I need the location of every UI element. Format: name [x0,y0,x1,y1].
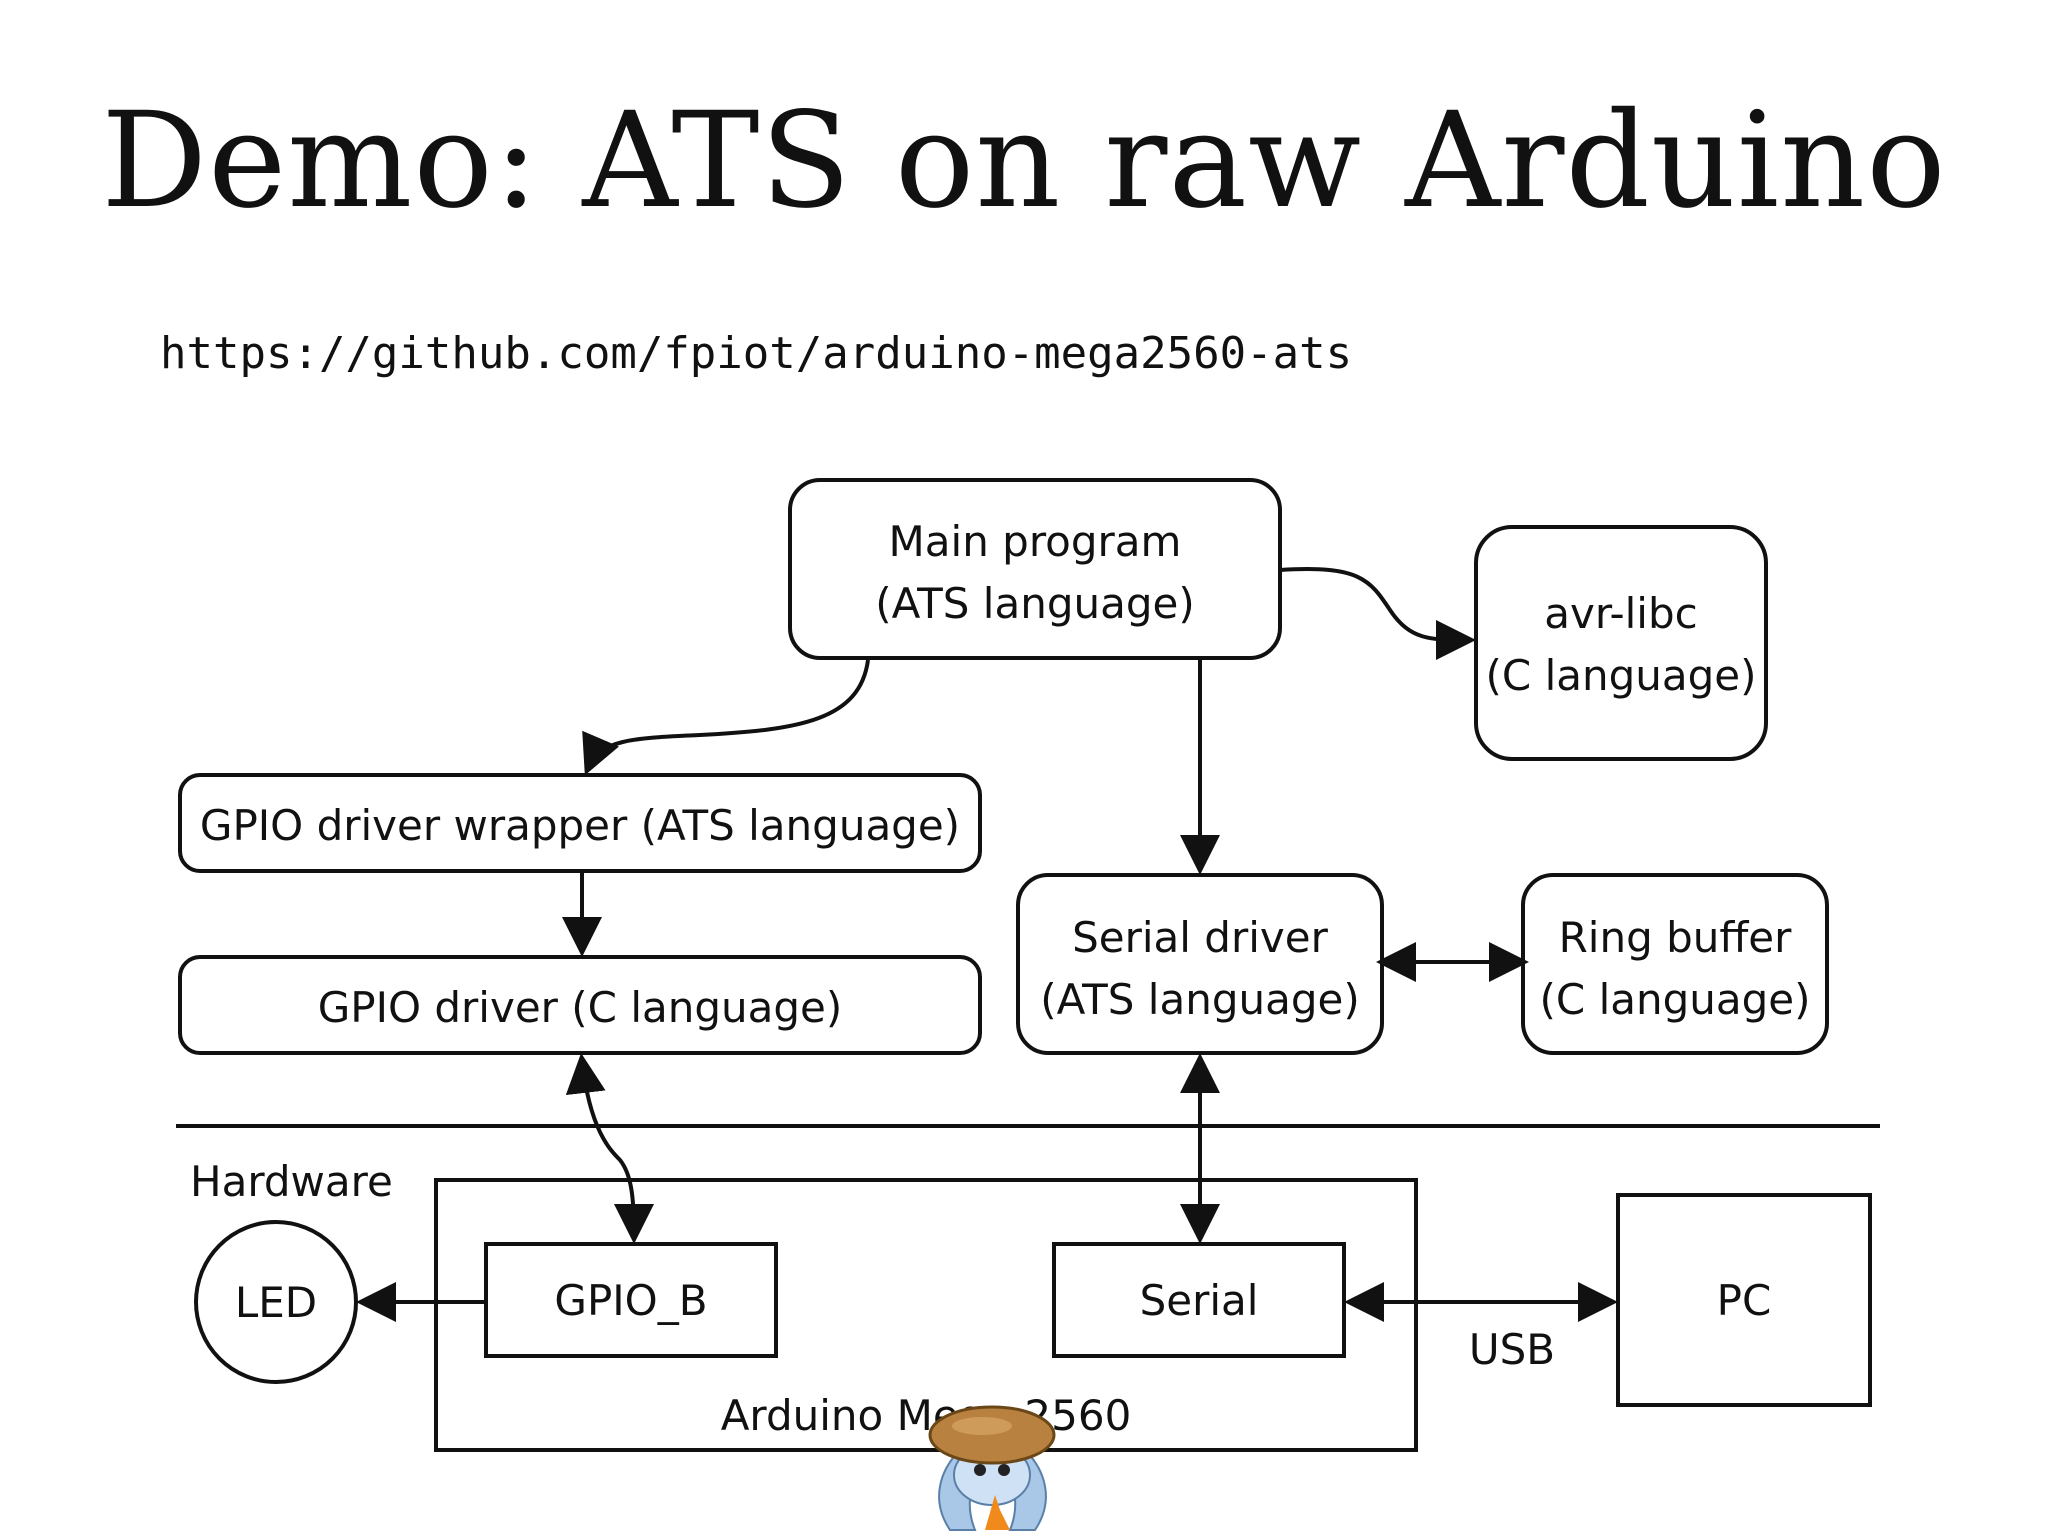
gpio-b-label: GPIO_B [554,1276,707,1325]
serial-driver-box: Serial driver (ATS language) [1016,873,1384,1055]
ats-mascot-icon [928,1405,1056,1531]
usb-label: USB [1469,1325,1555,1374]
gpio-wrapper-label: GPIO driver wrapper (ATS language) [200,801,960,850]
pc-box: PC [1616,1193,1872,1407]
ring-buffer-line1: Ring buffer [1559,913,1793,962]
serial-driver-line1: Serial driver [1072,913,1328,962]
gpio-driver-box: GPIO driver (C language) [178,955,982,1055]
ring-buffer-box: Ring buffer (C language) [1521,873,1829,1055]
led-circle: LED [194,1220,358,1384]
pc-label: PC [1717,1276,1772,1325]
gpio-b-box: GPIO_B [484,1242,778,1358]
slide-title: Demo: ATS on raw Arduino [101,84,1947,238]
ring-buffer-line2: (C language) [1540,975,1811,1024]
arrow-main-to-gpio-wrapper [582,659,870,776]
gpio-driver-label: GPIO driver (C language) [318,983,843,1032]
serial-driver-line2: (ATS language) [1040,975,1359,1024]
main-program-line2: (ATS language) [875,579,1194,628]
gpio-wrapper-box: GPIO driver wrapper (ATS language) [178,773,982,873]
arduino-label: Arduino Mega 2560 [721,1391,1132,1440]
avr-libc-line2: (C language) [1486,651,1757,700]
avr-libc-line1: avr-libc [1544,589,1697,638]
led-label: LED [235,1278,317,1327]
serial-label: Serial [1140,1276,1259,1325]
main-program-line1: Main program [889,517,1182,566]
hardware-label: Hardware [190,1157,393,1206]
main-program-box: Main program (ATS language) [788,478,1282,660]
avr-libc-box: avr-libc (C language) [1474,525,1768,761]
arrow-gpio-driver-gpio-b [565,1053,654,1244]
serial-box: Serial [1052,1242,1346,1358]
repo-url: https://github.com/fpiot/arduino-mega256… [160,328,1353,379]
arrow-main-to-avr [1279,567,1476,660]
